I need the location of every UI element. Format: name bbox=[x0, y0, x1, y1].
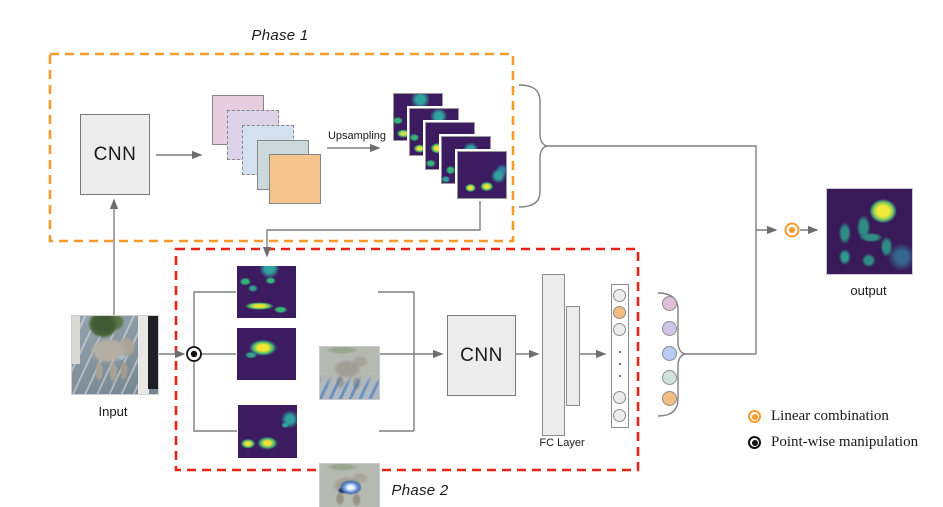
vector-node-2 bbox=[612, 306, 626, 319]
weight-node-2 bbox=[662, 321, 677, 336]
legend: Linear combination Point-wise manipulati… bbox=[748, 408, 918, 451]
ellipsis-dot bbox=[618, 351, 621, 353]
cnn-box-phase1: CNN bbox=[80, 114, 150, 195]
arrow-heatmaps-to-phase2 bbox=[262, 197, 481, 258]
linear-combination-node bbox=[784, 222, 800, 238]
phase2-heatmap-2 bbox=[237, 328, 296, 380]
collector-lines bbox=[378, 291, 415, 432]
phase1-label: Phase 1 bbox=[251, 27, 309, 44]
masked-image-2 bbox=[319, 463, 380, 507]
phase2-heatmap-3 bbox=[238, 405, 297, 458]
legend-item-linear-combination: Linear combination bbox=[748, 408, 918, 425]
ellipsis-dot bbox=[618, 363, 621, 365]
branch-top bbox=[193, 291, 236, 347]
fc-layer-bar-1 bbox=[542, 274, 565, 436]
legend-item-point-wise: Point-wise manipulation bbox=[748, 434, 918, 451]
point-wise-icon bbox=[748, 436, 761, 449]
porch-post bbox=[72, 316, 80, 365]
feature-vector-strip bbox=[611, 284, 629, 428]
dog bbox=[80, 328, 146, 391]
phase2-label: Phase 2 bbox=[391, 482, 449, 499]
fc-layer-label: FC Layer bbox=[539, 437, 585, 449]
weight-node-4 bbox=[662, 370, 677, 385]
upsampling-label: Upsampling bbox=[327, 130, 387, 142]
output-label: output bbox=[850, 283, 887, 298]
phase1-box bbox=[48, 52, 515, 243]
output-image bbox=[826, 188, 913, 275]
input-label: Input bbox=[98, 404, 128, 419]
brace-phase1-output bbox=[518, 84, 549, 208]
branch-bottom bbox=[193, 361, 237, 432]
linear-combination-icon bbox=[748, 410, 761, 423]
linear-combination-dot bbox=[751, 413, 758, 420]
legend-label: Point-wise manipulation bbox=[771, 434, 919, 450]
ellipsis-dot bbox=[618, 375, 621, 377]
legend-label: Linear combination bbox=[771, 408, 889, 424]
upsampled-heatmap-5 bbox=[457, 151, 507, 199]
phase2-box bbox=[174, 247, 640, 472]
vector-node-4 bbox=[612, 391, 626, 404]
vector-node-5 bbox=[612, 409, 626, 422]
cnn-box-phase2: CNN bbox=[447, 315, 516, 396]
feature-map-5 bbox=[269, 154, 321, 204]
doorway bbox=[147, 316, 158, 389]
fc-layer-bar-2 bbox=[566, 306, 580, 406]
pointwise-node bbox=[186, 346, 202, 362]
vector-node-3 bbox=[612, 323, 626, 336]
phase2-heatmap-1 bbox=[237, 266, 296, 318]
weight-node-5 bbox=[662, 391, 677, 406]
input-image bbox=[71, 315, 159, 395]
masked-image-1 bbox=[319, 346, 380, 400]
vector-node-1 bbox=[612, 289, 626, 302]
weight-node-3 bbox=[662, 346, 677, 361]
merge-lines bbox=[548, 145, 757, 355]
weight-node-1 bbox=[662, 296, 677, 311]
point-wise-dot bbox=[751, 439, 758, 446]
